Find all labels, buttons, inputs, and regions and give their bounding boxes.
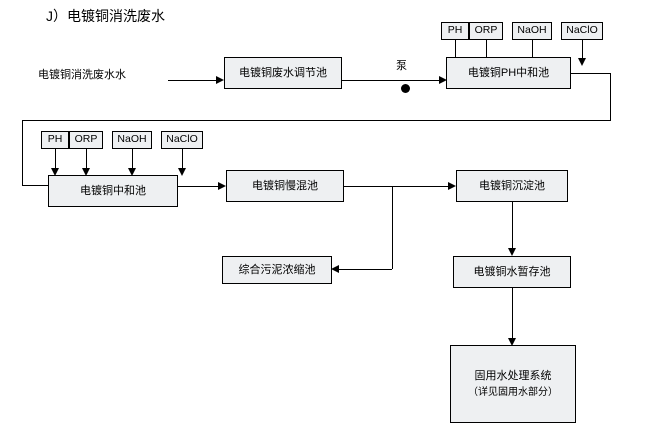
line-neutral2-to-slowmix [178,186,220,187]
pump-label: 泵 [396,60,407,72]
chem-box-naclo-bottom: NaClO [161,131,203,149]
line-storage-to-reuse [512,288,513,340]
box-sedimentation-tank: 电镀铜沉淀池 [456,170,568,202]
dose-arrow-naclo-bottom [178,168,186,176]
dose-arrow-naclo-top [578,58,586,66]
pump-symbol [401,84,410,93]
pump-line [342,80,442,81]
chem-box-ph-bottom: PH [41,131,69,149]
line-slowmix-to-sediment [344,186,450,187]
dose-line-orp-bottom [86,149,87,169]
line-sediment-to-storage [512,202,513,250]
arrow-neutral2-to-slowmix [218,182,226,190]
arrow-sediment-to-storage [508,248,516,256]
dose-arrow-naoh-bottom [128,168,136,176]
diagram-title: J）电镀铜消洗废水 [46,8,165,24]
inlet-line [168,80,218,81]
inlet-label: 电镀铜消洗废水水 [38,69,126,81]
dose-line-orp-top [486,40,487,59]
arrow-slowmix-to-sediment [448,182,456,190]
reuse-system-line2: （详见固用水部分） [468,386,558,398]
wrap-line-left [22,120,23,185]
box-ph-neutral-tank-2: 电镀铜中和池 [48,175,178,207]
arrow-storage-to-reuse [508,338,516,346]
wrap-line-right [610,73,611,120]
wrap-line-across [22,120,611,121]
box-sludge-tank: 综合污泥浓缩池 [222,256,332,284]
chem-box-naclo-top: NaClO [561,22,603,40]
arrow-to-sludge-tank [331,265,339,273]
box-ph-neutral-tank-1: 电镀铜PH中和池 [446,57,571,89]
box-reuse-system: 固用水处理系统 （详见固用水部分） [450,345,576,423]
chem-box-naoh-top: NaOH [512,22,552,40]
box-storage-tank: 电镀铜水暂存池 [453,256,571,288]
dose-line-naclo-bottom [182,149,183,169]
chem-box-orp-top: ORP [469,22,503,40]
box-slow-mix-tank: 电镀铜慢混池 [226,170,344,202]
inlet-arrow [216,76,224,84]
pump-arrow [439,76,447,84]
line-sludge-vertical [392,186,393,269]
line-sludge-horizontal [338,269,392,270]
dose-arrow-orp-bottom [82,168,90,176]
dose-arrow-ph-bottom [51,168,59,176]
chem-box-naoh-bottom: NaOH [112,131,152,149]
dose-line-naoh-bottom [132,149,133,169]
wrap-line-top [571,73,611,74]
chem-box-ph-top: PH [441,22,469,40]
wrap-line-into-box2 [22,185,48,186]
reuse-system-line1: 固用水处理系统 [474,370,552,383]
dose-line-ph-top [455,40,456,59]
dose-line-naclo-top [582,40,583,59]
box-adjust-tank: 电镀铜废水调节池 [224,57,342,89]
chem-box-orp-bottom: ORP [69,131,103,149]
dose-line-ph-bottom [55,149,56,169]
dose-line-naoh-top [532,40,533,59]
